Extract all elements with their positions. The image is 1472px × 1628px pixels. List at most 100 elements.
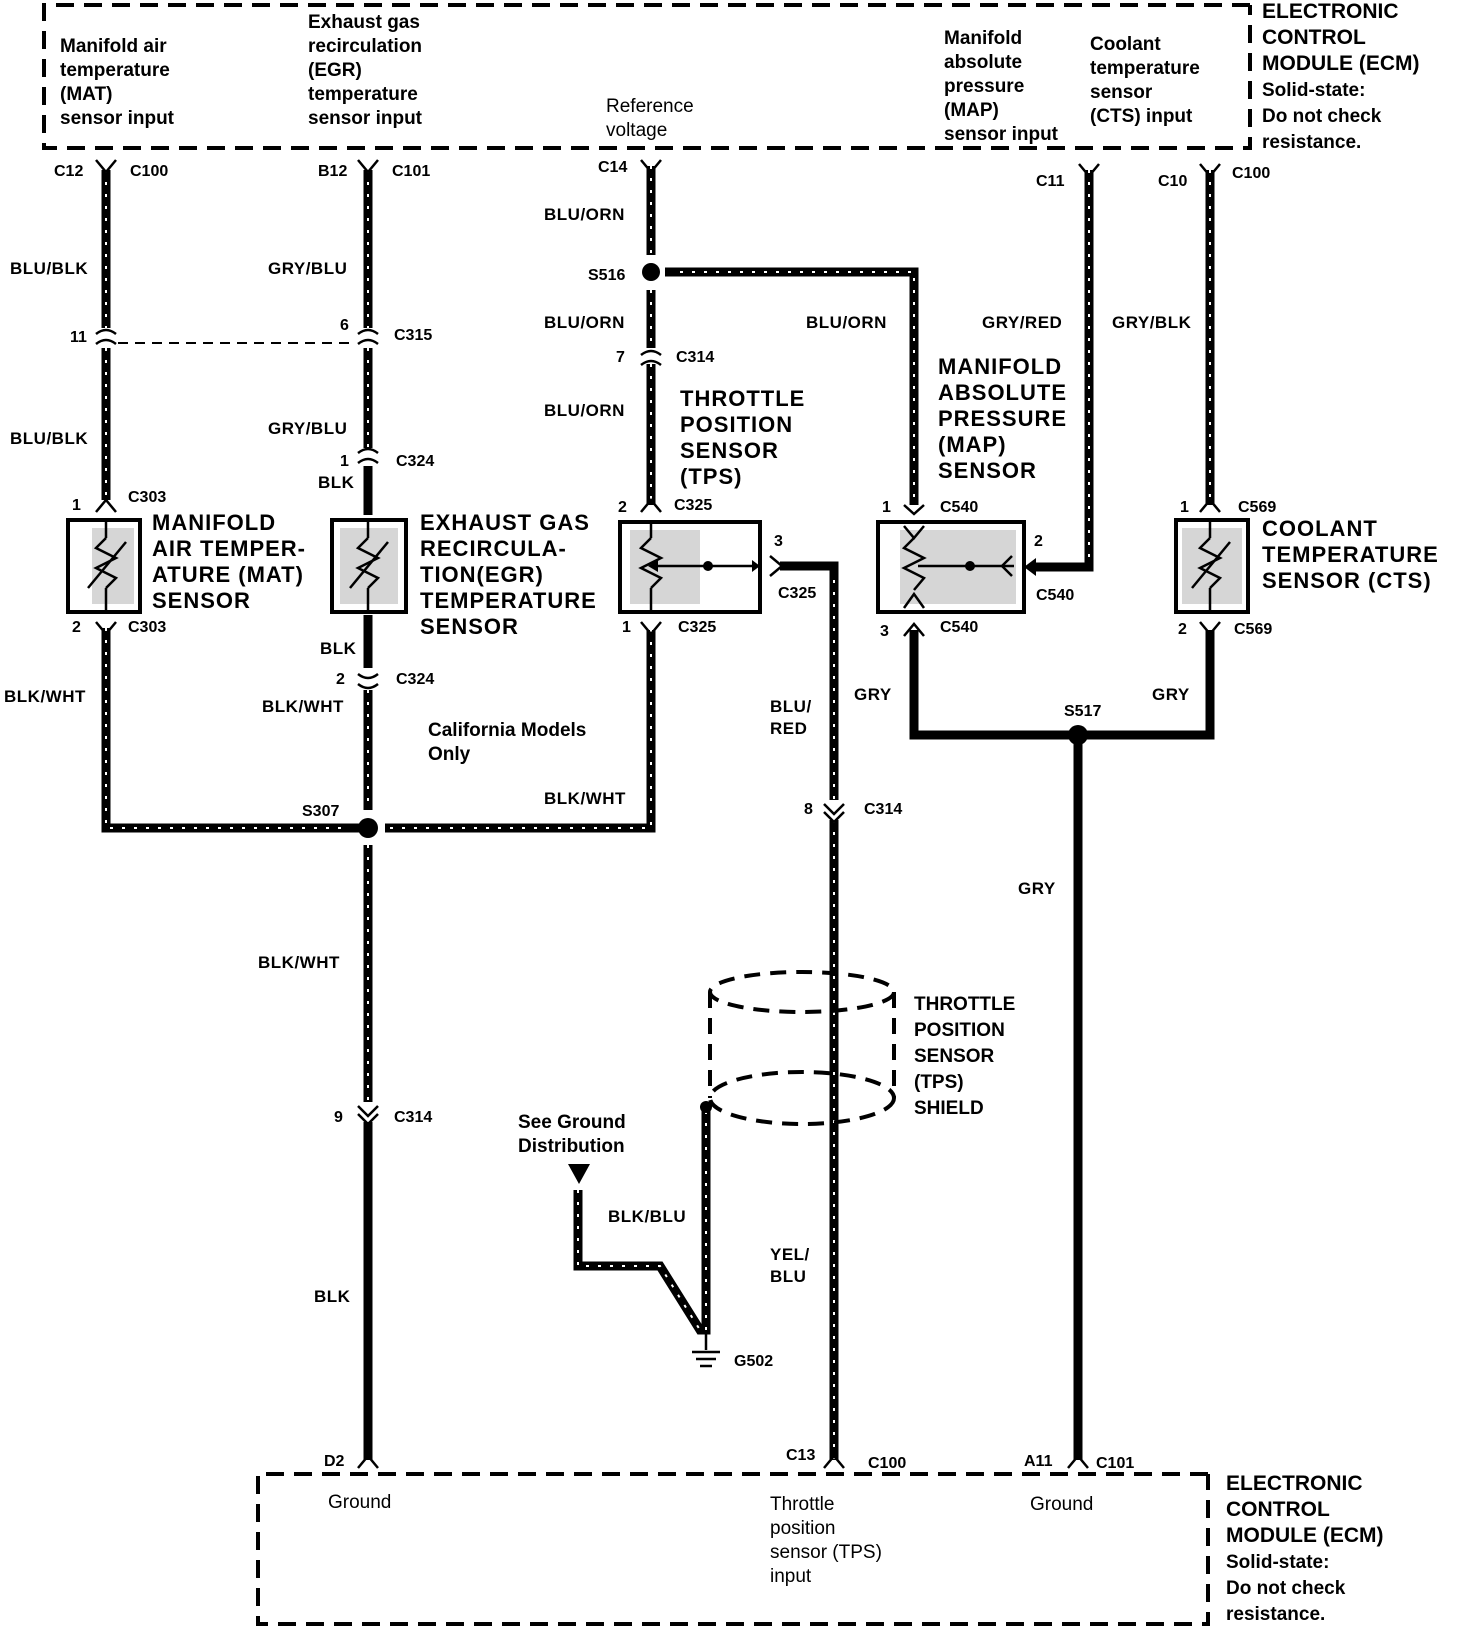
pin-label: C13 [786, 1447, 815, 1464]
tps-shield-symbol [700, 970, 896, 1126]
ecm-cts-input-label: Coolant temperature sensor (CTS) input [1090, 34, 1205, 127]
pin-label: C569 [1238, 499, 1276, 516]
pin-label: C569 [1234, 621, 1272, 638]
pin-label: 11 [70, 329, 87, 346]
ground-distribution-arrow [568, 1164, 590, 1184]
wire-color-label: GRY/BLU [268, 419, 347, 438]
wire-color-label: GRY [1152, 685, 1190, 704]
wire-color-label: GRY/BLK [1112, 313, 1192, 332]
pin-label: C325 [678, 619, 716, 636]
splice-s516 [642, 263, 660, 281]
ecm-top-title: ELECTRONIC CONTROL MODULE (ECM) [1262, 0, 1419, 75]
connector-symbols [95, 159, 1221, 1469]
wire-color-label: BLU/ORN [544, 313, 625, 332]
map-sensor-label: MANIFOLD ABSOLUTE PRESSURE (MAP) SENSOR [938, 354, 1074, 483]
pin-label: C303 [128, 489, 166, 506]
pin-label: C303 [128, 619, 166, 636]
pin-label: 2 [618, 499, 627, 516]
pin-label: 8 [804, 801, 813, 818]
cts-sensor-label: COOLANT TEMPERATURE SENSOR (CTS) [1262, 516, 1446, 593]
pin-label: C101 [1096, 1455, 1134, 1472]
pin-label: C14 [598, 159, 627, 176]
pin-label: 3 [774, 533, 783, 550]
california-models-note: California Models Only [428, 720, 592, 765]
splice-s517 [1068, 725, 1088, 745]
ecm-bottom-title: ELECTRONIC CONTROL MODULE (ECM) [1226, 1472, 1383, 1547]
pin-label: C100 [868, 1455, 906, 1472]
wire-color-label: GRY [854, 685, 892, 704]
pin-label: 9 [334, 1109, 343, 1126]
pin-label: C100 [1232, 165, 1270, 182]
splice-label: S517 [1064, 703, 1101, 720]
wire-color-label-yel-blu: YEL/ BLU [770, 1245, 815, 1286]
pin-label: 2 [1178, 621, 1187, 638]
wire-ticks [105, 166, 1211, 1460]
mat-sensor-label: MANIFOLD AIR TEMPER- ATURE (MAT) SENSOR [152, 510, 313, 613]
wire-color-labels: BLU/BLK BLU/BLK GRY/BLU GRY/BLU BLK BLK … [4, 205, 1192, 1306]
wire-color-label: BLU/BLK [10, 259, 88, 278]
ecm-tps-input-label: Throttle position sensor (TPS) input [770, 1494, 887, 1587]
wires [101, 166, 1215, 1460]
pin-label: C314 [864, 801, 902, 818]
splice-s307 [358, 818, 378, 838]
pin-label: C315 [394, 327, 432, 344]
ecm-top-box [42, 3, 1252, 150]
wire-color-label: GRY/RED [982, 313, 1062, 332]
pin-label: 1 [1180, 499, 1189, 516]
ecm-ref-voltage-label: Reference voltage [606, 96, 699, 141]
mat-sensor-symbol [66, 518, 142, 614]
pin-label: C540 [940, 619, 978, 636]
ground-distribution-note: See Ground Distribution [518, 1112, 631, 1157]
wire-color-label: BLK [318, 473, 355, 492]
pin-label: 6 [340, 317, 349, 334]
ecm-bottom-box [256, 1472, 1210, 1626]
wire-color-label: BLU/ORN [544, 205, 625, 224]
pin-label: C540 [940, 499, 978, 516]
pin-label: C101 [392, 163, 430, 180]
pin-label: 2 [336, 671, 345, 688]
pin-label: C325 [778, 585, 816, 602]
wire-color-label: GRY [1018, 879, 1056, 898]
pin-label: C314 [676, 349, 714, 366]
ecm-map-input-label: Manifold absolute pressure (MAP) sensor … [944, 28, 1059, 145]
wire-color-label: BLK/WHT [4, 687, 86, 706]
ecm-ground-label-2: Ground [1030, 1494, 1093, 1515]
pin-label: B12 [318, 163, 347, 180]
pin-label: C10 [1158, 173, 1187, 190]
pin-label: 1 [622, 619, 631, 636]
wire-color-label-blu-red: BLU/ RED [770, 697, 817, 738]
cts-sensor-symbol [1174, 518, 1250, 614]
pin-label: C12 [54, 163, 83, 180]
pin-label: 7 [616, 349, 625, 366]
egr-sensor-label: EXHAUST GAS RECIRCULA- TION(EGR) TEMPERA… [420, 510, 604, 639]
wire-color-label: BLK/BLU [608, 1207, 686, 1226]
pin-label: C324 [396, 453, 434, 470]
wire-color-label: BLU/ORN [806, 313, 887, 332]
egr-sensor-symbol [330, 518, 408, 614]
ecm-ground-label-1: Ground [328, 1492, 391, 1513]
splices [358, 263, 1088, 838]
tps-shield-label: THROTTLE POSITION SENSOR (TPS) SHIELD [914, 994, 1021, 1119]
ground-g502-symbol [692, 1330, 720, 1368]
ecm-egr-input-label: Exhaust gas recirculation (EGR) temperat… [308, 12, 427, 129]
wire-color-label: BLK [320, 639, 357, 658]
tps-sensor-symbol [618, 520, 762, 614]
pin-label: C324 [396, 671, 434, 688]
wire-color-label: GRY/BLU [268, 259, 347, 278]
splice-label: S516 [588, 267, 625, 284]
wire-color-label: BLU/ORN [544, 401, 625, 420]
ground-label: G502 [734, 1353, 773, 1370]
wire-color-label: BLK/WHT [262, 697, 344, 716]
wire-color-label: BLK/WHT [258, 953, 340, 972]
pin-label: 1 [882, 499, 891, 516]
wire-color-label: BLU/BLK [10, 429, 88, 448]
pin-label: 1 [340, 453, 349, 470]
wire-color-label: BLK/WHT [544, 789, 626, 808]
pin-label: A11 [1024, 1453, 1053, 1470]
pin-label: 2 [1034, 533, 1043, 550]
splice-label: S307 [302, 803, 339, 820]
pin-label: D2 [324, 1453, 345, 1470]
pin-label: C314 [394, 1109, 432, 1126]
pin-label: C100 [130, 163, 168, 180]
